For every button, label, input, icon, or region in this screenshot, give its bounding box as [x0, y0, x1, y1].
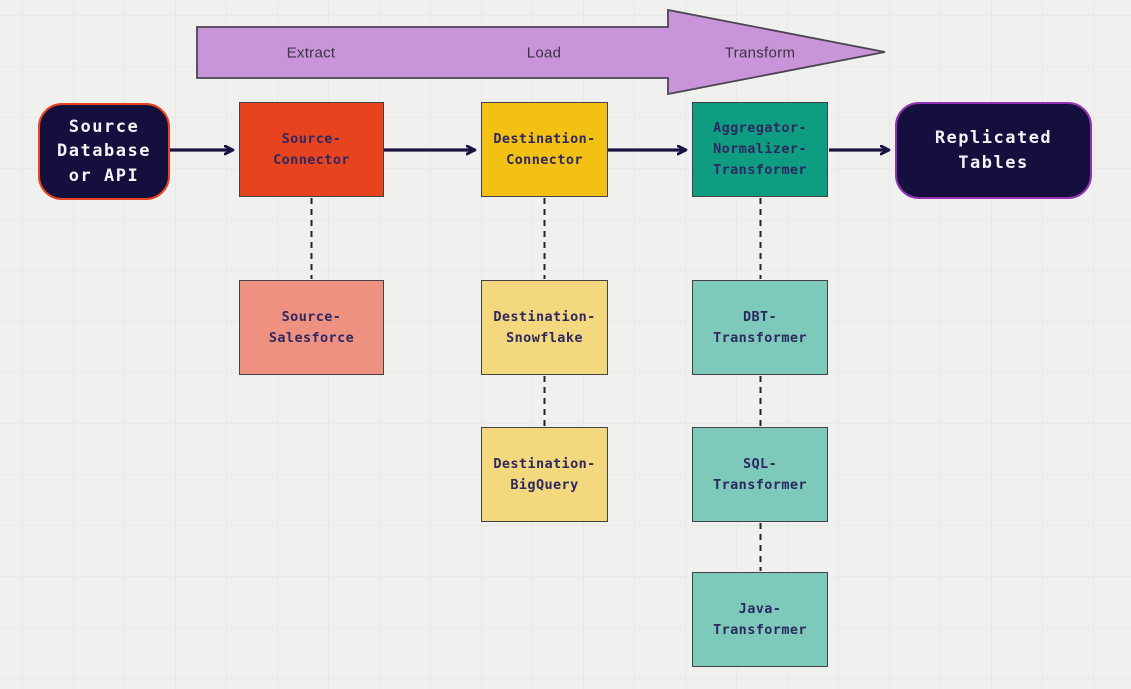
node-source-connector-label: Source-Connector [273, 130, 350, 168]
node-destination-connector-label: Destination-Connector [493, 130, 596, 168]
node-destination-snowflake: Destination-Snowflake [481, 280, 608, 375]
node-java-transformer-label: Java-Transformer [713, 600, 807, 638]
phase-label-extract: Extract [286, 44, 336, 62]
node-source-salesforce-label: Source-Salesforce [268, 308, 355, 346]
node-replicated-tables: Replicated Tables [895, 102, 1092, 199]
node-replicated-tables-label: Replicated Tables [934, 127, 1053, 173]
node-source-database-label: Source Database or API [57, 116, 151, 186]
node-dbt-transformer-label: DBT-Transformer [713, 308, 807, 346]
node-aggregator-normalizer-transformer: Aggregator-Normalizer-Transformer [692, 102, 828, 197]
node-sql-transformer-label: SQL-Transformer [713, 455, 807, 493]
node-java-transformer: Java-Transformer [692, 572, 828, 667]
phase-label-load: Load [526, 44, 562, 62]
node-source-database: Source Database or API [38, 103, 170, 200]
node-source-salesforce: Source-Salesforce [239, 280, 384, 375]
node-aggregator-normalizer-transformer-label: Aggregator-Normalizer-Transformer [713, 120, 807, 178]
node-source-connector: Source-Connector [239, 102, 384, 197]
node-sql-transformer: SQL-Transformer [692, 427, 828, 522]
phase-arrow-shape [196, 8, 886, 96]
node-dbt-transformer: DBT-Transformer [692, 280, 828, 375]
node-destination-bigquery-label: Destination-BigQuery [493, 455, 596, 493]
phase-label-transform: Transform [724, 44, 796, 62]
node-destination-connector: Destination-Connector [481, 102, 608, 197]
node-destination-snowflake-label: Destination-Snowflake [493, 308, 596, 346]
node-destination-bigquery: Destination-BigQuery [481, 427, 608, 522]
